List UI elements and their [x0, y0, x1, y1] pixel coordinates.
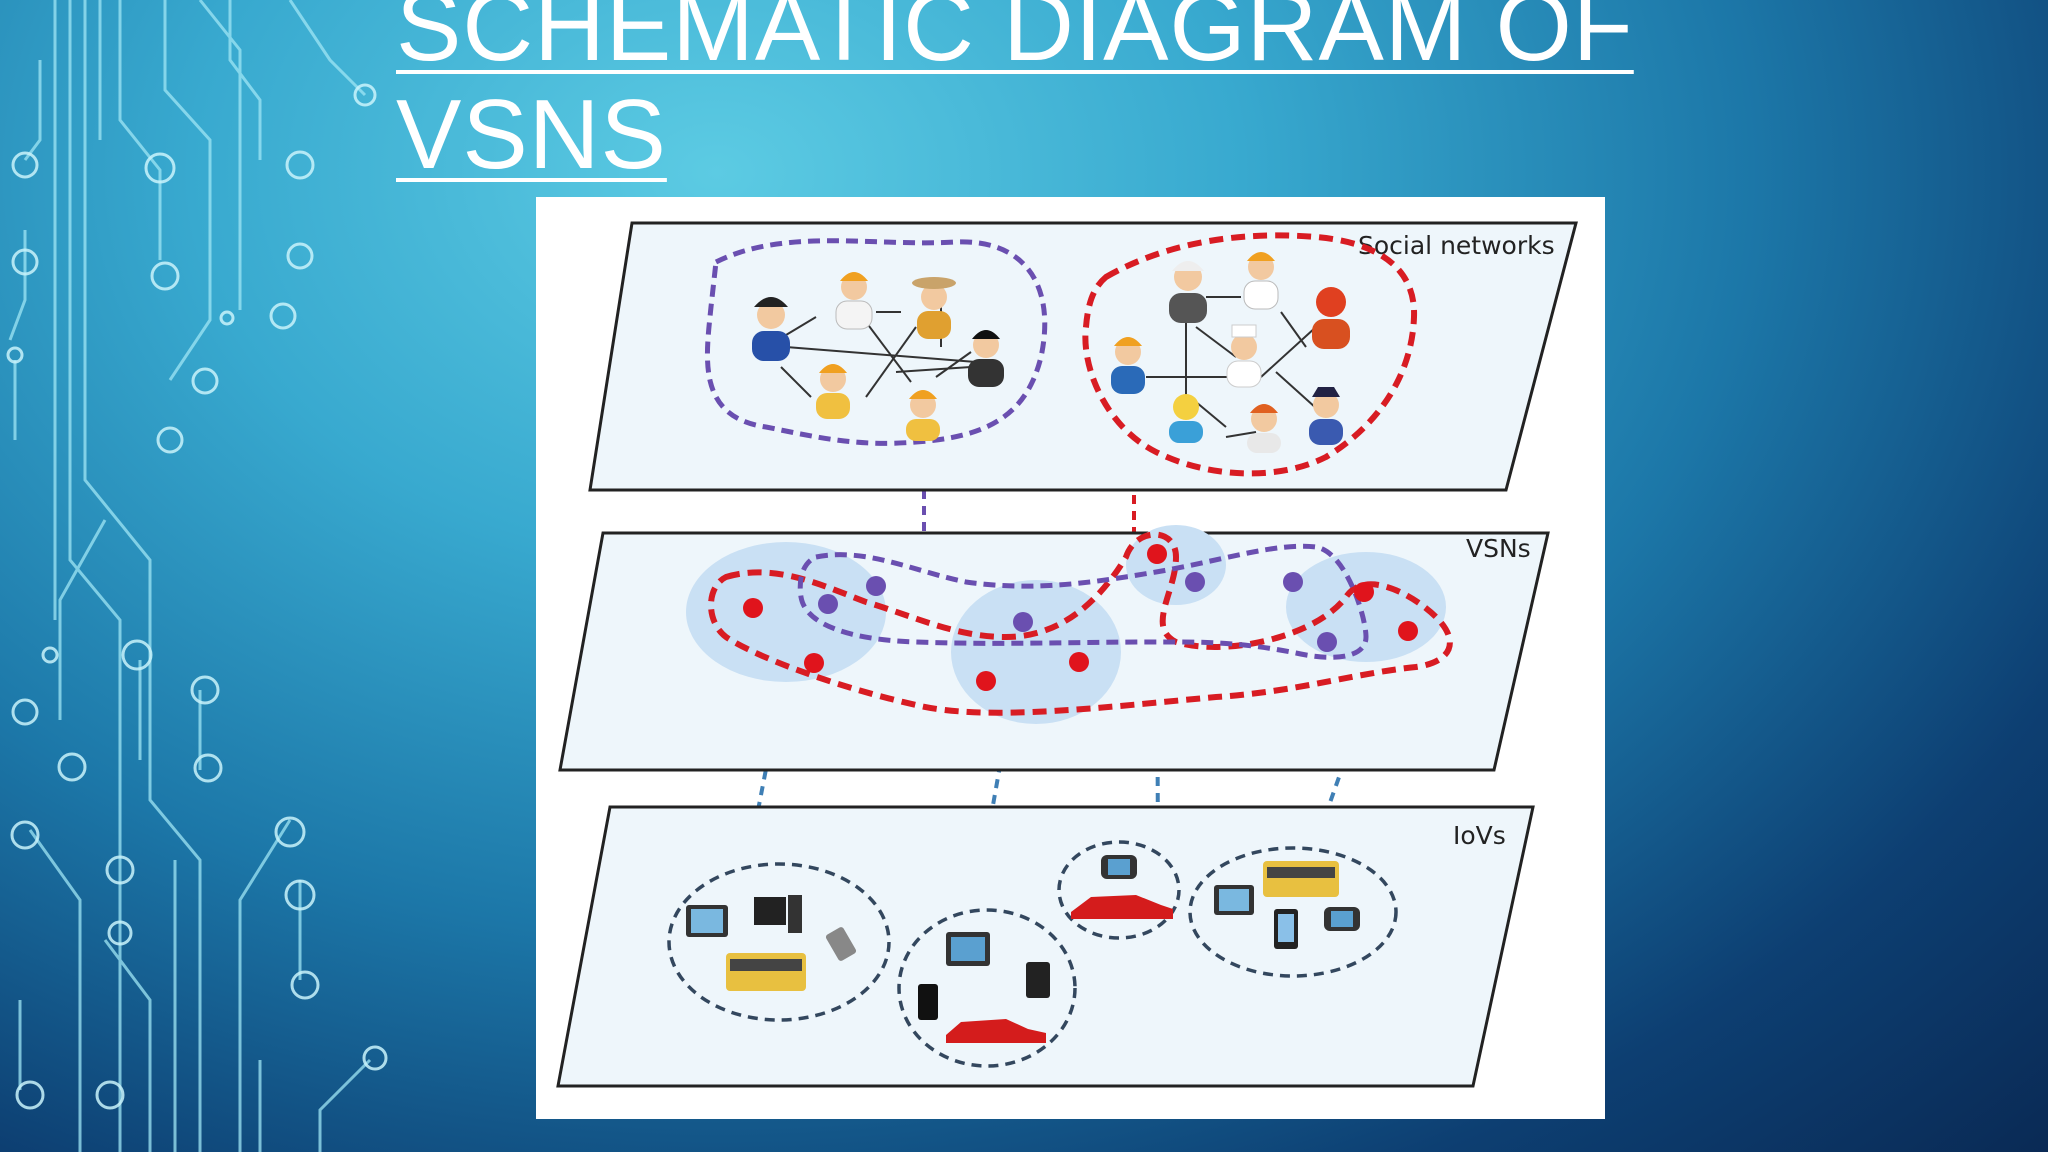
- iovs-plane: [556, 805, 1535, 1088]
- social-networks-plane: [588, 221, 1578, 492]
- person-icon: [1243, 252, 1279, 310]
- car-icon: [1071, 895, 1173, 919]
- purple-community-boundary: [704, 238, 1048, 446]
- desktop-computer-icon: [754, 897, 786, 925]
- car-icon: [946, 1019, 1046, 1043]
- layer-label-vsns: VSNs: [1466, 534, 1531, 563]
- iov-group-1-devices: [686, 895, 857, 991]
- person-icon: [1111, 337, 1145, 394]
- slide-title: SCHEMATIC DIAGRAM OF VSNS: [396, 0, 1634, 189]
- red-vsn-nodes: [743, 544, 1418, 691]
- layer-label-iovs: IoVs: [1453, 821, 1506, 850]
- red-community-people: [1111, 252, 1350, 453]
- layer-label-social-networks: Social networks: [1358, 231, 1555, 260]
- person-icon: [835, 272, 873, 330]
- purple-vsn-nodes: [818, 572, 1337, 652]
- iov-group-2-devices: [918, 932, 1050, 1043]
- purple-community-people: [752, 272, 1004, 441]
- iov-group-4: [1188, 846, 1398, 978]
- purple-vsn-boundary: [797, 543, 1369, 660]
- bus-icon: [1263, 861, 1339, 897]
- person-icon: [968, 330, 1004, 387]
- person-icon: [752, 297, 790, 361]
- person-icon: [1169, 261, 1207, 323]
- iov-group-4-devices: [1214, 861, 1360, 949]
- iov-group-1: [667, 862, 891, 1022]
- person-icon: [1312, 287, 1350, 349]
- iov-group-2: [897, 908, 1077, 1068]
- person-icon: [1247, 404, 1281, 453]
- phone-icon: [1026, 962, 1050, 998]
- iov-group-3-devices: [1071, 855, 1173, 919]
- iov-group-3: [1057, 840, 1181, 940]
- social-networks-layer: Social networks: [588, 221, 1578, 492]
- person-icon: [1309, 387, 1343, 445]
- iovs-layer: IoVs: [556, 805, 1535, 1088]
- person-icon: [1169, 394, 1203, 443]
- phone-icon: [825, 927, 857, 961]
- person-icon: [906, 390, 940, 441]
- vsn-schematic-figure: Social networks: [536, 197, 1605, 1119]
- person-icon: [1226, 324, 1262, 388]
- vsn-diagram: Social networks: [556, 221, 1578, 1088]
- bus-icon: [726, 953, 806, 991]
- vsns-layer: VSNs: [558, 525, 1550, 772]
- phone-icon: [918, 984, 938, 1020]
- person-icon: [912, 277, 956, 339]
- circuit-decoration: [6, 0, 388, 1152]
- person-icon: [816, 364, 850, 419]
- red-community-boundary: [1082, 232, 1418, 477]
